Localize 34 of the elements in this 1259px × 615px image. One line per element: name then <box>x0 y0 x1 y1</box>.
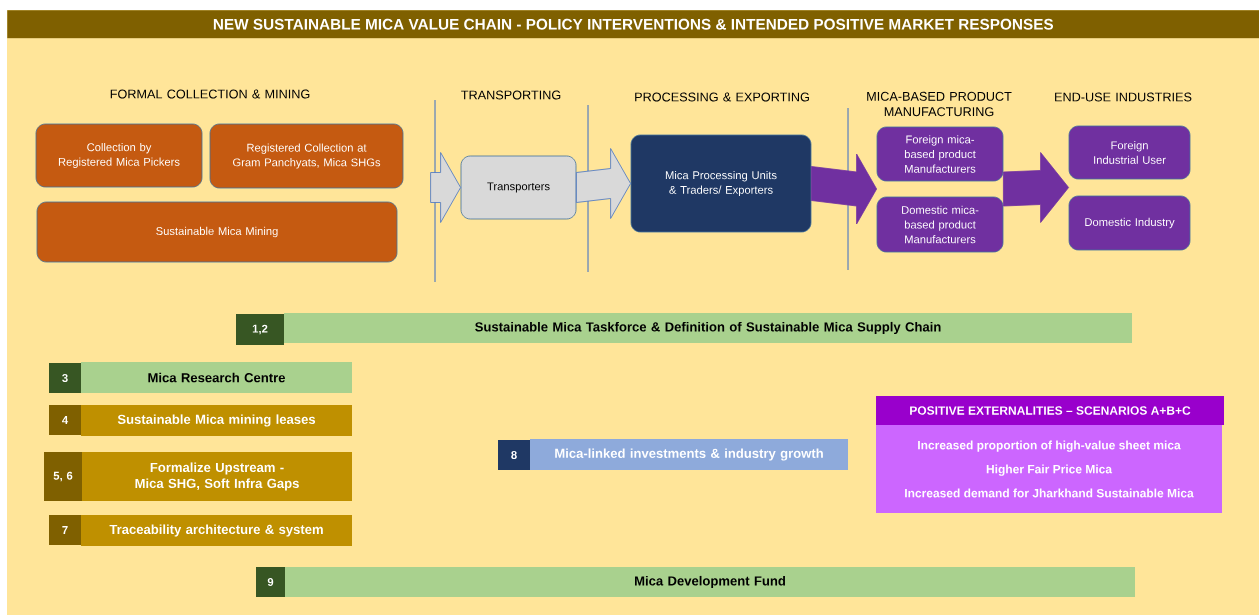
process-box: Domestic Industry <box>1068 195 1191 251</box>
node-label: 7 <box>62 526 68 534</box>
policy-bar: 7 Traceability architecture & system <box>49 515 352 546</box>
process-box: Domestic mica-based product Manufacturers <box>876 196 1004 253</box>
node-label: 5, 6 <box>53 471 73 482</box>
block-arrow <box>1003 152 1069 223</box>
node-label: 4 <box>62 416 69 424</box>
policy-bar: 1,2 Sustainable Mica Taskforce & Definition of Sustainable Mica Supply Chain <box>236 313 1132 345</box>
process-box: Foreign mica-based product Manufacturers <box>876 126 1004 182</box>
process-box: Sustainable Mica Mining <box>36 201 398 263</box>
process-box: Mica Processing Units & Traders/ Exporters <box>630 134 812 233</box>
policy-bar: 9 Mica Development Fund <box>256 567 1135 597</box>
process-box: Registered Collection at Gram Panchyats, Mica SHGs <box>209 123 404 189</box>
process-box: Foreign Industrial User <box>1068 125 1191 180</box>
outcome-panel: POSITIVE EXTERNALITIES – SCENARIOS A+B+C Increased proportion of high-value sheet mica Higher Fair Price Mica Increased demand for Jharkhand Sustainable Mica <box>876 396 1224 513</box>
block-arrow <box>430 152 461 223</box>
node-label: 9 <box>267 578 274 587</box>
process-box: Collection by Registered Mica Pickers <box>35 123 203 188</box>
stage-heading: TRANSPORTING <box>461 90 561 100</box>
node-label: 8 <box>511 451 517 460</box>
title-bar: NEW SUSTAINABLE MICA VALUE CHAIN - POLICY INTERVENTIONS & INTENDED POSITIVE MARKET RESPONSES <box>7 10 1259 39</box>
node-label: POSITIVE EXTERNALITIES – SCENARIOS A+B+C <box>910 406 1191 415</box>
node-label: 3 <box>62 373 68 383</box>
block-arrow <box>576 148 631 219</box>
policy-bar: 8 Mica-linked investments & industry growth <box>498 439 848 470</box>
node-label: 1,2 <box>252 324 268 335</box>
block-arrow <box>811 153 877 225</box>
stage-heading: END-USE INDUSTRIES <box>1055 92 1192 102</box>
policy-bar: 3 Mica Research Centre <box>49 362 352 393</box>
policy-bar: 5, 6 Formalize Upstream - Mica SHG, Soft Infra Gaps <box>44 452 352 501</box>
stage-heading: FORMAL COLLECTION & MINING <box>110 89 310 99</box>
policy-bar: 4 Sustainable Mica mining leases <box>49 405 352 436</box>
stage-heading: PROCESSING & EXPORTING <box>635 92 809 102</box>
process-box: Transporters <box>460 155 577 220</box>
